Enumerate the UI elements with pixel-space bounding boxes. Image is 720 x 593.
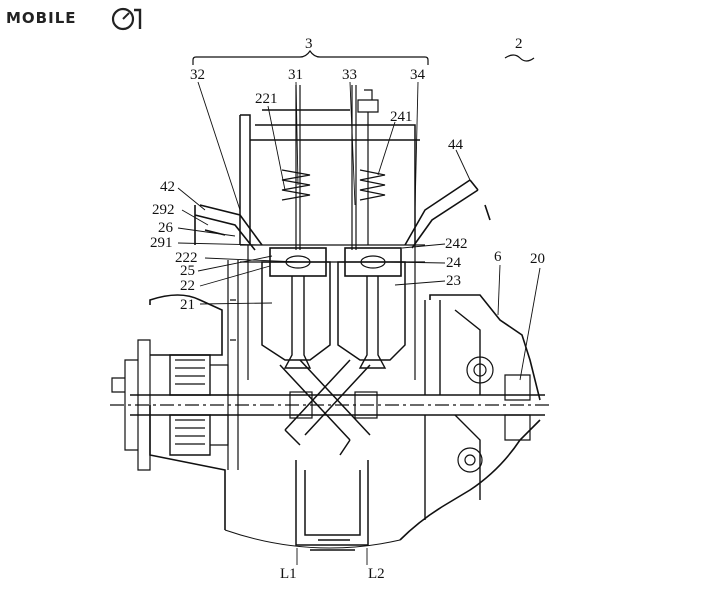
gear-upper: [466, 356, 494, 384]
label-222: 222: [175, 250, 198, 266]
label-L1: L1: [280, 566, 297, 582]
label-21: 21: [180, 297, 195, 313]
label-L2: L2: [368, 566, 385, 582]
label-2: 2: [515, 36, 523, 52]
port-right: [404, 179, 491, 249]
crankcase-outline: [149, 294, 541, 541]
piston-left: [269, 247, 327, 277]
left-cover: [111, 339, 151, 471]
cam-chain-tunnel: [227, 260, 239, 470]
label-23: 23: [446, 273, 461, 289]
valve-stem-33: [351, 85, 357, 250]
conrod-left: [283, 276, 312, 369]
label-31: 31: [288, 67, 303, 83]
spring-right: [359, 169, 386, 201]
label-32: 32: [190, 67, 205, 83]
conrod-right: [358, 276, 387, 369]
label-241: 241: [390, 109, 413, 125]
port-left: [194, 204, 263, 251]
label-24: 24: [446, 255, 461, 271]
label-221: 221: [255, 91, 278, 107]
speedometer-icon: [111, 7, 142, 31]
crank-web: [279, 359, 371, 456]
label-3: 3: [305, 36, 313, 52]
label-42: 42: [160, 179, 175, 195]
leader-lines: [177, 81, 541, 565]
label-25: 25: [180, 263, 195, 279]
cylinder-head: [239, 109, 420, 245]
label-292: 292: [152, 202, 175, 218]
clip-boundary: [224, 529, 401, 549]
lower-crank: [295, 460, 369, 551]
cylinder-jacket: [240, 244, 425, 380]
gear-lower: [457, 447, 483, 473]
label-6: 6: [494, 249, 502, 265]
label-242: 242: [445, 236, 468, 252]
label-20: 20: [530, 251, 545, 267]
label-33: 33: [342, 67, 357, 83]
watermark-text: MOBILE: [6, 9, 77, 27]
spring-left: [281, 169, 311, 201]
tilde-2: [504, 54, 535, 62]
label-34: 34: [410, 67, 425, 83]
valve-stem-31: [295, 85, 301, 250]
label-22: 22: [180, 278, 195, 294]
label-291: 291: [150, 235, 173, 251]
brace-3: [192, 49, 429, 65]
label-26: 26: [158, 220, 173, 236]
label-44: 44: [448, 137, 463, 153]
top-stud: [357, 89, 379, 245]
gearbox-housing: [424, 300, 481, 520]
